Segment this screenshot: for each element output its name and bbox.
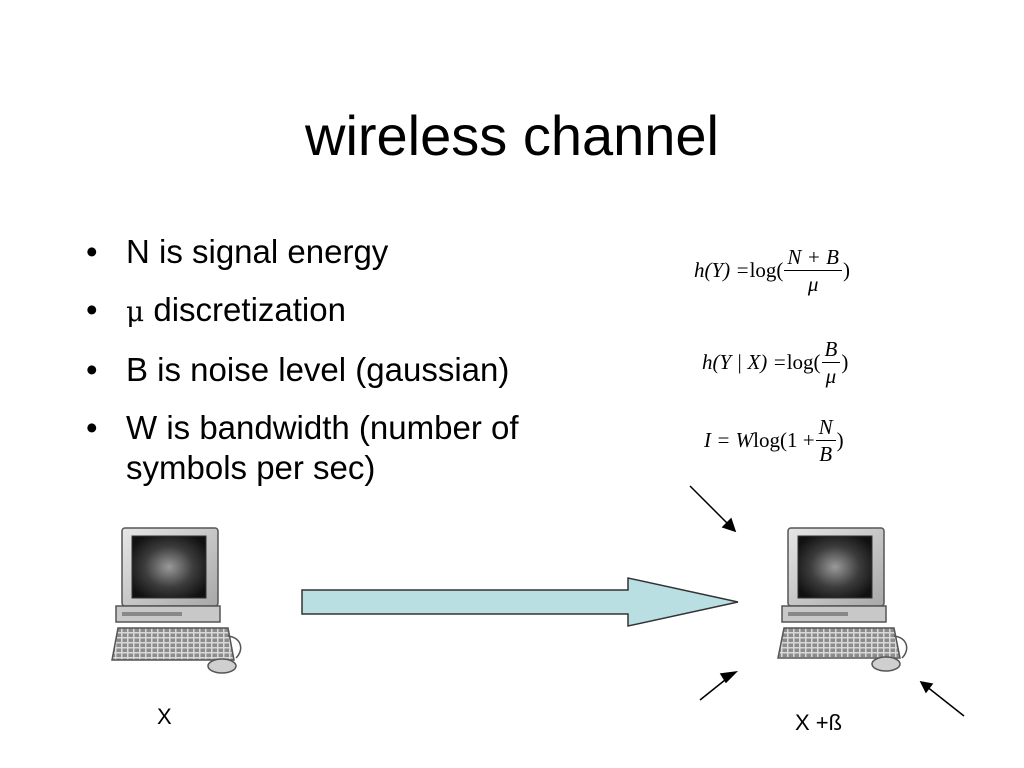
formula-denominator: μ [825, 364, 837, 388]
bullet-item: • B is noise level (gaussian) [86, 350, 626, 390]
formula-conditional-entropy: h(Y | X) = log( B μ ) [702, 336, 848, 389]
bullet-marker: • [86, 351, 98, 388]
bullet-list: • N is signal energy • μ discretization … [86, 232, 626, 506]
bullet-text: B is noise level (gaussian) [126, 351, 510, 388]
slide-title: wireless channel [305, 104, 719, 167]
formula-entropy-y: h(Y) = log( N + B μ ) [694, 244, 850, 297]
formula-close: ) [836, 428, 844, 452]
formula-fn: log(1 + [753, 428, 815, 452]
formula-close: ) [842, 258, 850, 282]
formula-mutual-information: I = W log(1 + N B ) [704, 414, 844, 467]
bullet-item: • N is signal energy [86, 232, 626, 272]
formula-numerator: N [815, 414, 836, 441]
formula-fraction: N B [815, 414, 836, 467]
formula-fn: log( [749, 258, 784, 282]
formula-fraction: B μ [821, 336, 841, 389]
formula-fn: log( [786, 350, 821, 374]
bullet-text: W is bandwidth (number of symbols per se… [126, 409, 519, 486]
sender-computer-icon [111, 527, 242, 674]
noise-arrow-bottom-right [919, 680, 965, 717]
noise-arrow-bottom-left [699, 670, 739, 701]
bullet-item: • μ discretization [86, 290, 626, 332]
formula-fraction: N + B μ [784, 244, 842, 297]
formula-numerator: B [821, 336, 841, 363]
bullet-item: • W is bandwidth (number of symbols per … [86, 408, 626, 488]
bullet-marker: • [86, 291, 98, 328]
bullet-text: discretization [153, 291, 346, 328]
mu-symbol: μ [126, 295, 145, 328]
formula-denominator: μ [807, 272, 819, 296]
sender-label: X [157, 704, 172, 729]
formula-lhs: h(Y | X) = [702, 350, 787, 374]
receiver-label: X +ß [795, 710, 843, 735]
formula-lhs: h(Y) = [694, 258, 750, 282]
bullet-marker: • [86, 409, 98, 446]
noise-arrow-top [689, 485, 737, 533]
formula-close: ) [841, 350, 849, 374]
formula-denominator: B [819, 442, 833, 466]
bullet-text: N is signal energy [126, 233, 389, 270]
bullet-marker: • [86, 233, 98, 270]
channel-arrow [301, 577, 739, 627]
formula-numerator: N + B [784, 244, 842, 271]
receiver-computer-icon [777, 527, 908, 672]
formula-lhs: I = W [704, 428, 754, 452]
